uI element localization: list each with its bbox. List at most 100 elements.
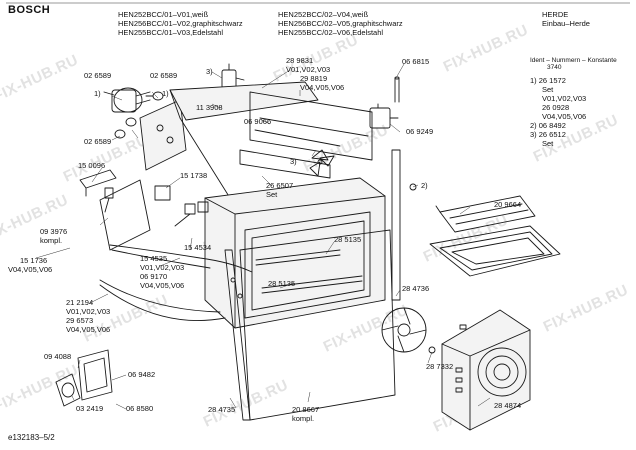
part-label: 02 6589 [84, 137, 112, 146]
thermostat [369, 103, 399, 129]
part-label: 28 5135 [334, 235, 362, 244]
part-label: 03 2419 [76, 404, 104, 413]
cable-loop [99, 284, 226, 321]
clock-motor [221, 63, 245, 89]
kompl-label: kompl. [40, 236, 63, 245]
terminal-block [79, 169, 117, 197]
wire-harness [111, 249, 211, 269]
part-label: 15 4534 [184, 243, 212, 252]
part-label: 09 4088 [44, 352, 72, 361]
variant-label: V04,V05,V06 [300, 83, 345, 92]
screw [230, 277, 236, 283]
brand-logo: BOSCH [8, 4, 51, 16]
screw [409, 183, 417, 191]
kompl-label: kompl. [292, 414, 315, 423]
cover-groove [254, 129, 341, 147]
callout-marker: 1) [162, 89, 169, 98]
callout-marker: 3) [290, 157, 297, 166]
category-title: HERDE [542, 10, 569, 19]
part-label: 09 3976 [40, 227, 68, 236]
variant-label: V04,V05,V06 [140, 281, 185, 290]
part-label: 15 0096 [78, 161, 106, 170]
legend-line: 3) 26 6512 [530, 130, 566, 139]
cooling-fan [309, 149, 335, 177]
connector-set [174, 201, 209, 227]
legend-line: 2) 06 8492 [530, 121, 566, 130]
plate-hole [156, 124, 164, 132]
leader-lines [35, 63, 491, 410]
diagram-id: e132183–5/2 [8, 433, 55, 442]
legend-line: 1) 26 1572 [530, 76, 566, 85]
part-label: 15 1738 [180, 171, 208, 180]
part-label: 28 9831 [286, 56, 314, 65]
legend-line: Set [542, 139, 554, 148]
fan-wheel [381, 307, 427, 353]
legend-line: Set [542, 85, 554, 94]
side-bracket [99, 179, 151, 251]
part-label: 20 8667 [292, 405, 320, 414]
lamp-holder [55, 373, 81, 407]
switch-knob-lower [114, 117, 137, 139]
model-line: HEN252BCC/02–V04,weiß [278, 10, 369, 19]
part-label: 02 6589 [84, 71, 112, 80]
legend-header: Ident – Nummern – Konstante [530, 57, 617, 64]
rod-part [394, 76, 400, 103]
oven-cavity [204, 177, 386, 329]
model-line: HEN252BCC/01–V01,weiß [118, 10, 209, 19]
model-line: HEN256BCC/02–V05,graphitschwarz [278, 19, 403, 28]
part-label: 06 9066 [244, 117, 272, 126]
part-label: 11 3908 [196, 103, 223, 112]
set-label: Set [266, 190, 278, 199]
part-label: 28 4874 [494, 401, 522, 410]
screw [237, 293, 243, 299]
grill-element [435, 195, 536, 233]
plate-hole [166, 136, 174, 144]
cable-loop [99, 279, 221, 313]
cover-plate [249, 91, 373, 161]
variant-label: V04,V05,V06 [8, 265, 53, 274]
callout-marker: 2) [421, 181, 428, 190]
side-frame [391, 149, 401, 301]
legend-line: 26 0928 [542, 103, 570, 112]
part-label: 21 2194 [66, 298, 94, 307]
cover-groove [259, 117, 369, 137]
door-frame [239, 229, 396, 421]
variant-label: V01,V02,V03 [140, 263, 185, 272]
fascia-edge [169, 89, 181, 119]
variant-label: V04,V05,V06 [66, 325, 111, 334]
front-fascia [169, 81, 319, 121]
wire-plug [104, 187, 114, 213]
part-label: 15 1736 [20, 256, 48, 265]
part-label: 28 7332 [426, 362, 454, 371]
part-label: 06 9170 [140, 272, 168, 281]
model-line: HEN255BCC/02–V06,Edelstahl [278, 28, 384, 37]
callout-marker: 3) [206, 67, 213, 76]
lamp-cover [77, 349, 113, 401]
model-line: HEN255BCC/01–V03,Edelstahl [118, 28, 224, 37]
control-plate [139, 99, 187, 171]
variant-label: V01,V02,V03 [286, 65, 331, 74]
category-subtitle: Einbau–Herde [542, 19, 590, 28]
shelf-rails [255, 249, 363, 294]
model-line: HEN256BCC/01–V02,graphitschwarz [118, 19, 243, 28]
part-label: 06 8580 [126, 404, 154, 413]
rotary-switch [103, 87, 151, 113]
part-label: 29 6573 [66, 316, 94, 325]
legend-header-number: 3740 [547, 64, 562, 71]
switch-knob-small [145, 91, 164, 101]
strip-bracket [239, 149, 331, 179]
part-label: 02 6589 [150, 71, 178, 80]
ring-element [429, 225, 561, 277]
variant-label: V01,V02,V03 [66, 307, 111, 316]
part-label: 06 6815 [402, 57, 430, 66]
part-label: 28 4735 [208, 405, 236, 414]
part-label: 06 9249 [406, 127, 434, 136]
legend-line: V01,V02,V03 [542, 94, 587, 103]
callout-marker: 1) [94, 89, 101, 98]
part-label: 15 4535 [140, 254, 168, 263]
fan-cover [441, 309, 531, 431]
fan-nut [428, 346, 436, 354]
legend-line: V04,V05,V06 [542, 112, 587, 121]
